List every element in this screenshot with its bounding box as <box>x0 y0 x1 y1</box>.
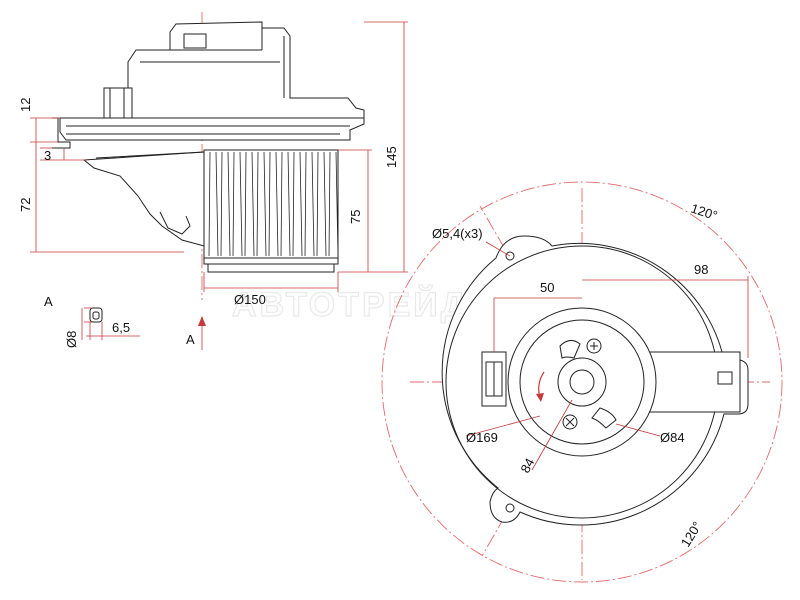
dim-72-label: 72 <box>18 198 33 212</box>
side-dimensions: 12 3 72 75 145 Ø150 <box>18 21 408 307</box>
wheel-fin <box>256 151 259 257</box>
dim-84-diameter-label: Ø84 <box>660 430 685 445</box>
wheel-fin <box>251 151 255 257</box>
mounting-flange <box>59 117 365 141</box>
screw-bottom <box>562 414 578 430</box>
pitch-circle <box>381 181 783 583</box>
wheel-fin <box>316 151 319 257</box>
blower-wheel <box>203 149 339 265</box>
wheel-fin <box>328 151 331 257</box>
wheel-fin <box>323 151 327 257</box>
watermark: АВТОТРЕЙД <box>232 285 468 324</box>
dim-12-label: 12 <box>18 98 33 112</box>
tab-slot <box>717 371 733 385</box>
detail-a-label: A <box>44 294 53 309</box>
wheel-fin <box>335 151 339 257</box>
bolt-hole-2 <box>505 503 515 513</box>
wheel-fin <box>275 151 279 257</box>
wheel-fin <box>268 151 271 257</box>
wheel-fin <box>263 151 267 257</box>
dim-145-label: 145 <box>384 146 399 168</box>
motor-shroud <box>82 151 205 247</box>
wheel-fin <box>244 151 247 257</box>
wheel-fin <box>232 151 235 257</box>
dim-50-label: 50 <box>540 280 554 295</box>
dim-150-label: Ø150 <box>234 292 266 307</box>
wheel-fin <box>239 151 243 257</box>
wheel-fin <box>227 151 231 257</box>
dim-bolt-holes: Ø5,4(x3) <box>432 226 483 241</box>
dim-84-radial-label: 84 <box>517 456 537 476</box>
view-arrow-label: A <box>186 332 195 347</box>
wheel-fin <box>304 151 307 257</box>
view-arrow-a: A <box>186 316 206 350</box>
angle-top-label: 120° <box>689 201 719 224</box>
wheel-fin <box>215 151 219 257</box>
wheel-fin <box>220 151 223 257</box>
angle-bottom-label: 120° <box>678 519 705 550</box>
bolt-hole-1 <box>505 251 515 261</box>
screw-top <box>586 338 602 354</box>
dim-3-label: 3 <box>44 148 51 163</box>
wheel-fin <box>292 151 295 257</box>
dim-98-label: 98 <box>694 262 708 277</box>
wheel-fins <box>208 151 339 257</box>
dim-169-label: Ø169 <box>466 430 498 445</box>
shaft <box>569 369 595 395</box>
wheel-fin <box>311 151 315 257</box>
blower-bottom-view <box>381 181 783 583</box>
wheel-fin <box>208 151 211 257</box>
dim-75-label: 75 <box>348 210 363 224</box>
dim-pin-width: 6,5 <box>112 320 130 335</box>
dim-pin-diameter: Ø8 <box>64 331 79 348</box>
blower-side-view <box>52 12 365 300</box>
wheel-fin <box>280 151 283 257</box>
motor-can <box>507 307 657 457</box>
side-connector <box>103 87 133 119</box>
wheel-fin <box>299 151 303 257</box>
detail-a: A Ø8 6,5 <box>44 294 140 348</box>
wheel-fin <box>287 151 291 257</box>
motor-housing <box>127 21 365 121</box>
pin-profile <box>89 307 103 323</box>
